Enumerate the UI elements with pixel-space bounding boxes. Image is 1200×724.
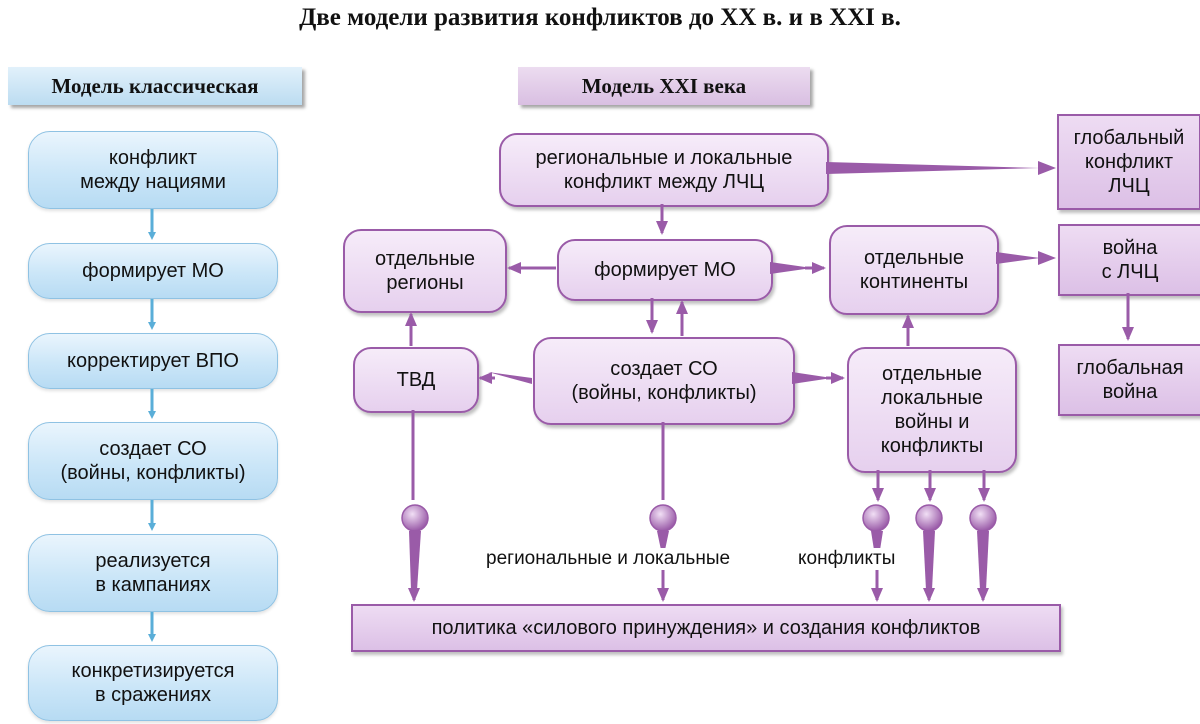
connector-ball-local-1 (862, 504, 890, 532)
separate-regions-box: отдельные регионы (343, 229, 507, 313)
classic-step-creates-so: создает СО (войны, конфликты) (28, 422, 278, 500)
war-with-lchc-box: война с ЛЧЦ (1058, 224, 1200, 296)
diagram-title: Две модели развития конфликтов до XX в. … (299, 4, 901, 31)
separate-continents-box: отдельные континенты (829, 225, 999, 315)
connector-ball-center (649, 504, 677, 532)
modern-creates-so-box: создает СО (войны, конфликты) (533, 337, 795, 425)
modern-forms-mo-box: формирует МО (557, 239, 773, 301)
classic-step-conflict-between-nations: конфликт между нациями (28, 131, 278, 209)
connector-ball-local-2 (915, 504, 943, 532)
conflicts-label: конфликты (795, 548, 899, 570)
regional-local-label: региональные и локальные (483, 548, 734, 570)
policy-box: политика «силового принуждения» и создан… (351, 604, 1061, 652)
modern-model-header: Модель XXI века (518, 67, 810, 105)
connector-ball-tvd (401, 504, 429, 532)
classic-step-forms-mo: формирует МО (28, 243, 278, 299)
classic-step-corrects-vpo: корректирует ВПО (28, 333, 278, 389)
global-conflict-box: глобальный конфликт ЛЧЦ (1057, 114, 1200, 210)
connector-ball-local-3 (969, 504, 997, 532)
classic-step-campaigns: реализуется в кампаниях (28, 534, 278, 612)
classic-model-header: Модель классическая (8, 67, 302, 105)
local-wars-box: отдельные локальные войны и конфликты (847, 347, 1017, 473)
classic-step-battles: конкретизируется в сражениях (28, 645, 278, 721)
arrow-regional-to-global (826, 162, 1040, 174)
arrow-continents-to-war (996, 252, 1040, 264)
lower-connectors (401, 410, 997, 602)
global-war-box: глобальная война (1058, 344, 1200, 416)
